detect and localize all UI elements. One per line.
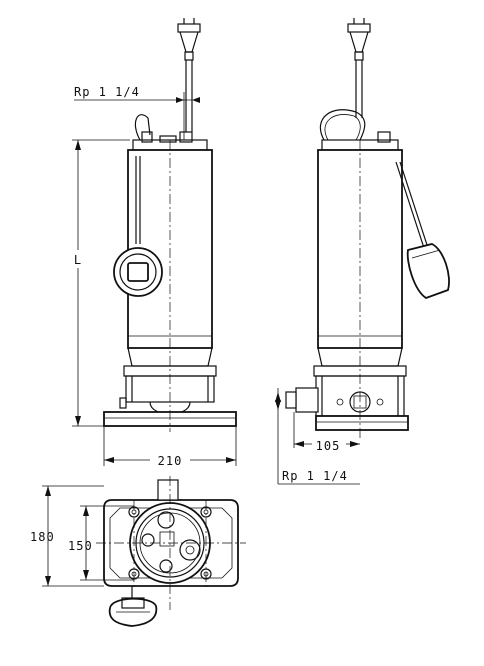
top-thread-label: Rp 1 1/4 xyxy=(74,85,140,99)
top-view: 180 150 xyxy=(30,476,246,627)
front-cable-loop xyxy=(134,114,151,141)
side-view: 105 Rp 1 1/4 xyxy=(275,18,450,485)
front-plug-icon xyxy=(177,18,201,132)
top-float-icon xyxy=(108,586,158,627)
length-dimension-label: L xyxy=(74,253,82,267)
side-plug-icon xyxy=(347,18,371,118)
height-180-label: 180 xyxy=(30,530,55,544)
side-thread-label: Rp 1 1/4 xyxy=(282,469,348,483)
width-210-label: 210 xyxy=(158,454,183,468)
offset-105-label: 105 xyxy=(316,439,341,453)
height-150-label: 150 xyxy=(68,539,93,553)
front-view: L Rp 1 1/4 210 xyxy=(70,18,237,468)
side-float-icon xyxy=(395,161,450,300)
side-base-plate xyxy=(315,415,409,431)
side-cable-loop xyxy=(319,109,366,141)
front-float-icon xyxy=(113,247,163,297)
